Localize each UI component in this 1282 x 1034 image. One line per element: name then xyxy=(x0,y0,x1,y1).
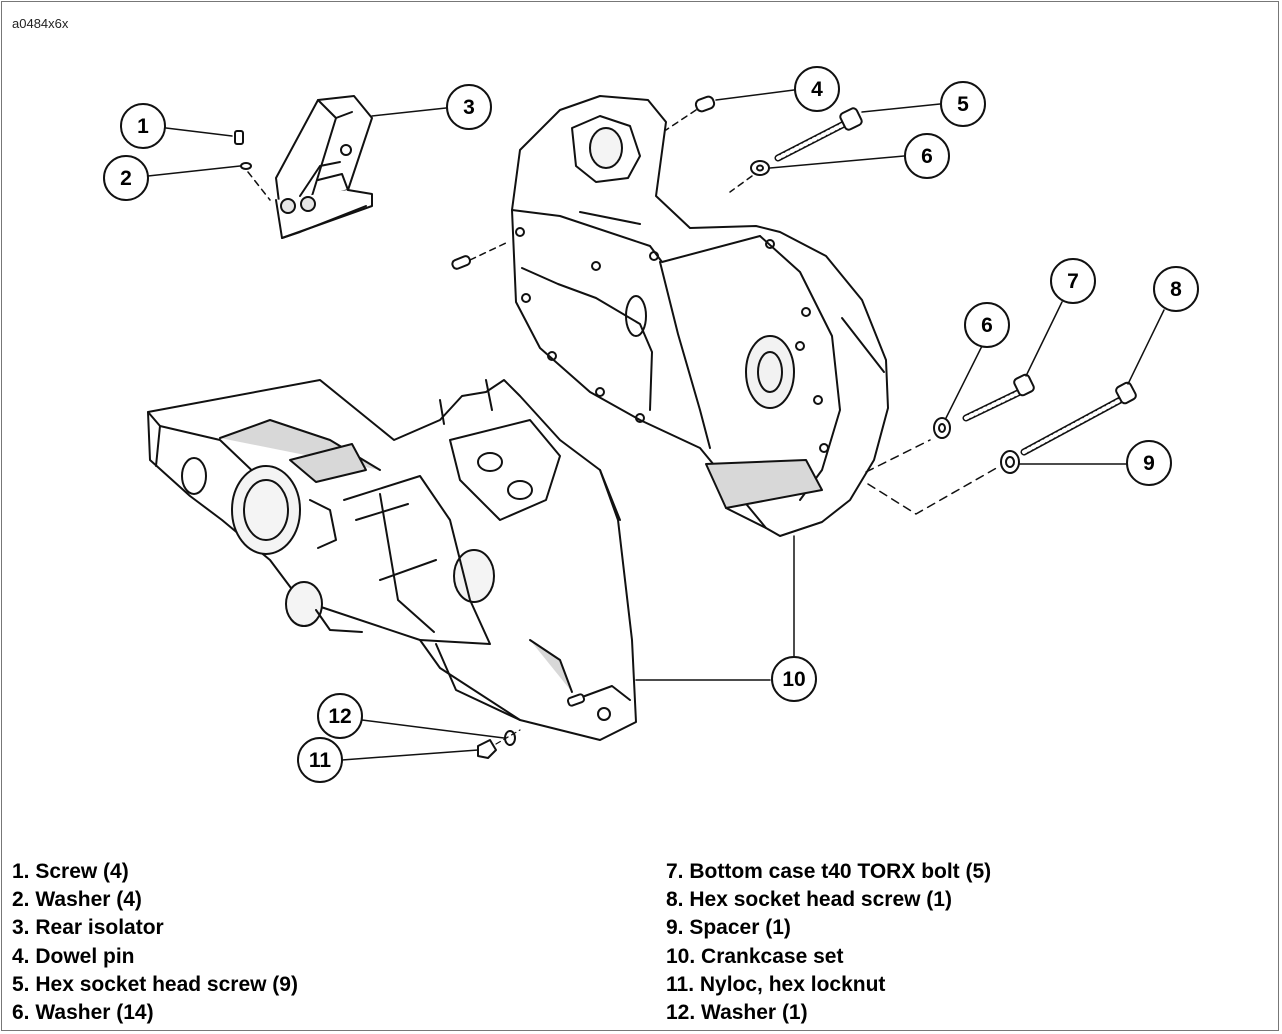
screw-5-drawing xyxy=(774,107,863,162)
washer-6-top-drawing xyxy=(729,160,770,193)
legend-item-8: 8. Hex socket head screw (1) xyxy=(666,888,952,912)
crankcase-bottom-stud xyxy=(566,693,586,707)
svg-text:3: 3 xyxy=(463,96,475,119)
svg-text:9: 9 xyxy=(1143,452,1155,475)
rear-isolator-drawing xyxy=(275,95,373,239)
legend-item-12: 12. Washer (1) xyxy=(666,1001,808,1025)
parts-legend-right: 7. Bottom case t40 TORX bolt (5) 8. Hex … xyxy=(666,858,991,1027)
upper-case-half-drawing xyxy=(511,95,889,537)
callout-12: 12 xyxy=(317,693,363,739)
svg-text:4: 4 xyxy=(811,78,823,101)
legend-item-9: 9. Spacer (1) xyxy=(666,916,791,940)
screw-8-drawing xyxy=(1020,381,1137,456)
svg-text:10: 10 xyxy=(782,668,805,691)
svg-text:2: 2 xyxy=(120,167,132,190)
image-code: a0484x6x xyxy=(12,16,69,31)
callout-9: 9 xyxy=(1126,440,1172,486)
parts-legend-left: 1. Screw (4) 2. Washer (4) 3. Rear isola… xyxy=(12,858,298,1027)
svg-text:6: 6 xyxy=(921,145,933,168)
svg-text:7: 7 xyxy=(1067,270,1079,293)
leader-lines xyxy=(147,89,1165,761)
callout-6-right: 6 xyxy=(964,302,1010,348)
washer-6-right-drawing xyxy=(933,417,951,439)
spacer-9-drawing xyxy=(865,439,1020,515)
svg-text:1: 1 xyxy=(137,115,149,138)
legend-item-1: 1. Screw (4) xyxy=(12,860,129,883)
screw-and-washer-drawing xyxy=(234,130,271,201)
legend-item-4: 4. Dowel pin xyxy=(12,944,135,968)
svg-text:5: 5 xyxy=(957,93,969,116)
dowel-pin-4-drawing xyxy=(665,95,716,131)
callout-2: 2 xyxy=(103,155,149,201)
callout-8: 8 xyxy=(1153,266,1199,312)
svg-text:6: 6 xyxy=(981,314,993,337)
callout-11: 11 xyxy=(297,737,343,783)
exploded-view-diagram: 1 2 3 4 5 6 6 7 8 9 10 11 xyxy=(103,66,1199,783)
callout-4: 4 xyxy=(794,66,840,112)
locknut-and-washer-drawing xyxy=(477,729,521,759)
svg-text:8: 8 xyxy=(1170,278,1182,301)
svg-text:12: 12 xyxy=(328,705,351,728)
callout-1: 1 xyxy=(120,103,166,149)
callout-6-top: 6 xyxy=(904,133,950,179)
callout-5: 5 xyxy=(940,81,986,127)
bolt-7-drawing xyxy=(962,373,1035,422)
legend-item-11: 11. Nyloc, hex locknut xyxy=(666,972,886,996)
legend-item-3: 3. Rear isolator xyxy=(12,916,164,940)
dowel-pin-left-drawing xyxy=(451,241,509,270)
lower-case-half-drawing xyxy=(147,379,637,741)
legend-item-10: 10. Crankcase set xyxy=(666,944,844,968)
legend-item-2: 2. Washer (4) xyxy=(12,888,142,912)
svg-text:11: 11 xyxy=(309,749,332,772)
callout-7: 7 xyxy=(1050,258,1096,304)
callout-3: 3 xyxy=(446,84,492,130)
legend-item-6: 6. Washer (14) xyxy=(12,1001,154,1025)
callout-10: 10 xyxy=(771,656,817,702)
legend-item-7: 7. Bottom case t40 TORX bolt (5) xyxy=(666,860,992,883)
legend-item-5: 5. Hex socket head screw (9) xyxy=(12,972,298,996)
